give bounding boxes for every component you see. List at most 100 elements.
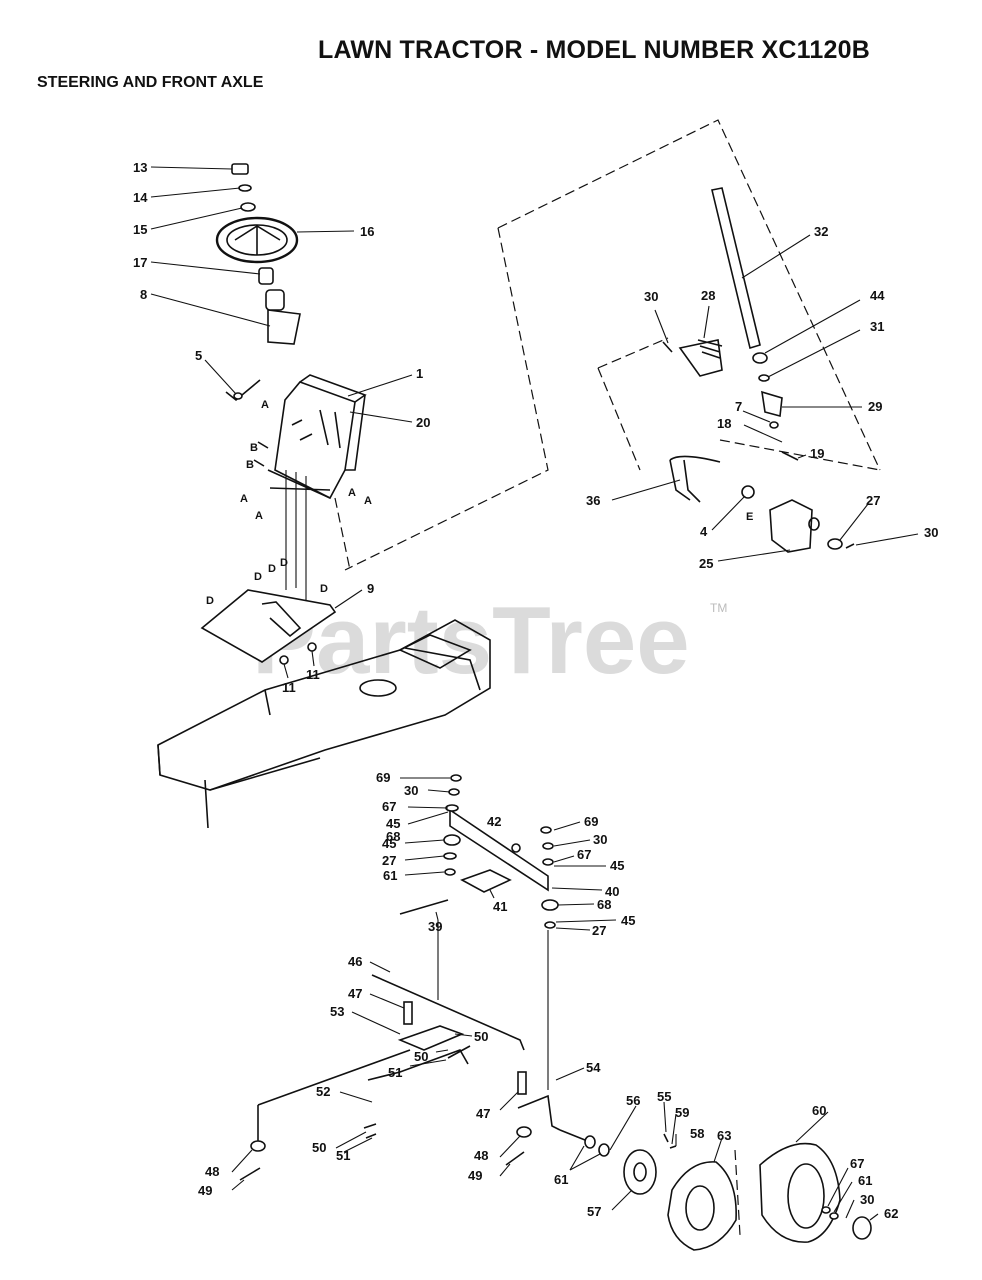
callout-54: 54 — [586, 1060, 601, 1075]
callout-45-d: 45 — [621, 913, 635, 928]
ref-letter-d: D — [206, 595, 214, 607]
callout-44: 44 — [870, 288, 885, 303]
callout-55: 55 — [657, 1089, 671, 1104]
callout-27-axle-right: 27 — [592, 923, 606, 938]
frame-body — [157, 619, 491, 791]
part-36-drag-link — [669, 459, 701, 503]
part-54-spindle — [517, 1094, 561, 1131]
callout-30-axle-right: 30 — [593, 832, 607, 847]
sector-gear-assembly — [662, 339, 855, 553]
part-57-bearing — [623, 1149, 657, 1195]
callout-47-right: 47 — [476, 1106, 490, 1121]
callout-31: 31 — [870, 319, 884, 334]
part-14-nut — [238, 184, 252, 192]
part-5-screw — [225, 379, 261, 402]
part-11-nut — [279, 655, 289, 665]
callout-62: 62 — [884, 1206, 898, 1221]
part-25-bracket — [769, 499, 813, 553]
callout-61-axle: 61 — [383, 868, 397, 883]
callout-1: 1 — [416, 366, 423, 381]
callout-32: 32 — [814, 224, 828, 239]
callout-68-left: 68 — [386, 829, 400, 844]
callout-40: 40 — [605, 884, 619, 899]
ref-letter-a: A — [240, 493, 248, 505]
part-48-washer — [250, 1140, 266, 1152]
tie-rod-assembly — [239, 974, 561, 1181]
part-60-tire — [759, 1142, 841, 1243]
callout-11-right: 11 — [306, 667, 320, 682]
ref-letter-a: A — [348, 487, 356, 499]
part-4-bushing — [741, 485, 755, 499]
ref-letter-a: A — [261, 399, 269, 411]
part-19-pin — [781, 451, 799, 461]
steering-wheel-assembly — [215, 163, 301, 402]
ref-letter-d: D — [254, 571, 262, 583]
callout-68-right: 68 — [597, 897, 611, 912]
callout-60: 60 — [812, 1103, 826, 1118]
callout-20: 20 — [416, 415, 430, 430]
section-title: STEERING AND FRONT AXLE — [37, 74, 264, 91]
callout-30-right: 30 — [924, 525, 938, 540]
callout-30-axle-left: 30 — [404, 783, 418, 798]
callout-49-left: 49 — [198, 1183, 212, 1198]
callout-51-upper: 51 — [388, 1065, 402, 1080]
callout-67-right: 67 — [577, 847, 591, 862]
callout-28: 28 — [701, 288, 715, 303]
callout-13: 13 — [133, 160, 147, 175]
part-8-column-cover — [267, 309, 301, 345]
callout-27-upper: 27 — [866, 493, 880, 508]
callout-63: 63 — [717, 1128, 731, 1143]
ref-letter-d: D — [280, 557, 288, 569]
callout-42: 42 — [487, 814, 501, 829]
callout-9: 9 — [367, 581, 374, 596]
callout-67-wheel: 67 — [850, 1156, 864, 1171]
part-39-bolt — [399, 899, 449, 915]
part-31-washer — [758, 374, 770, 382]
callout-56: 56 — [626, 1093, 640, 1108]
callout-27-axle-left: 27 — [382, 853, 396, 868]
part-17-bushing — [258, 267, 274, 285]
callout-4: 4 — [700, 524, 708, 539]
callout-30-upper: 30 — [644, 289, 658, 304]
callout-61-wheel: 61 — [554, 1172, 568, 1187]
callout-47-left: 47 — [348, 986, 362, 1001]
watermark-trademark: TM — [710, 601, 727, 615]
part-63-rim — [667, 1161, 737, 1251]
callout-50-b: 50 — [414, 1049, 428, 1064]
part-29-pinion — [761, 390, 783, 418]
part-52-drag-link — [367, 1045, 471, 1081]
callout-69-left: 69 — [376, 770, 390, 785]
callout-39: 39 — [428, 919, 442, 934]
dash-panel — [253, 374, 367, 600]
part-27-washer — [827, 538, 843, 550]
ref-letter-d: D — [268, 563, 276, 575]
part-47-rod-end — [403, 1001, 413, 1025]
part-13-cap — [231, 163, 249, 175]
callout-57: 57 — [587, 1204, 601, 1219]
callout-36: 36 — [586, 493, 600, 508]
part-28-sector-gear — [678, 339, 723, 377]
callout-30-hub: 30 — [860, 1192, 874, 1207]
part-49-bolt — [239, 1167, 261, 1181]
page-title: LAWN TRACTOR - MODEL NUMBER XC1120B — [318, 36, 870, 64]
floor-plate — [200, 589, 337, 665]
part-15-washer — [240, 202, 256, 212]
callout-50-a: 50 — [474, 1029, 488, 1044]
callout-48-left: 48 — [205, 1164, 219, 1179]
part-9-floor-plate — [200, 589, 337, 663]
part-32-steering-shaft — [711, 187, 761, 350]
callout-58: 58 — [690, 1126, 704, 1141]
part-30-clip — [662, 341, 673, 353]
callout-46: 46 — [348, 954, 362, 969]
ref-letter-a: A — [255, 510, 263, 522]
part-53-spindle-arm — [397, 1025, 465, 1051]
callout-53: 53 — [330, 1004, 344, 1019]
callout-67-left: 67 — [382, 799, 396, 814]
part-44-bushing — [752, 352, 768, 364]
part-1-dash-panel — [274, 381, 356, 500]
callout-51-lower: 51 — [336, 1148, 350, 1163]
part-42-fitting — [511, 843, 521, 853]
leader-lines — [150, 166, 919, 1221]
callout-18: 18 — [717, 416, 731, 431]
